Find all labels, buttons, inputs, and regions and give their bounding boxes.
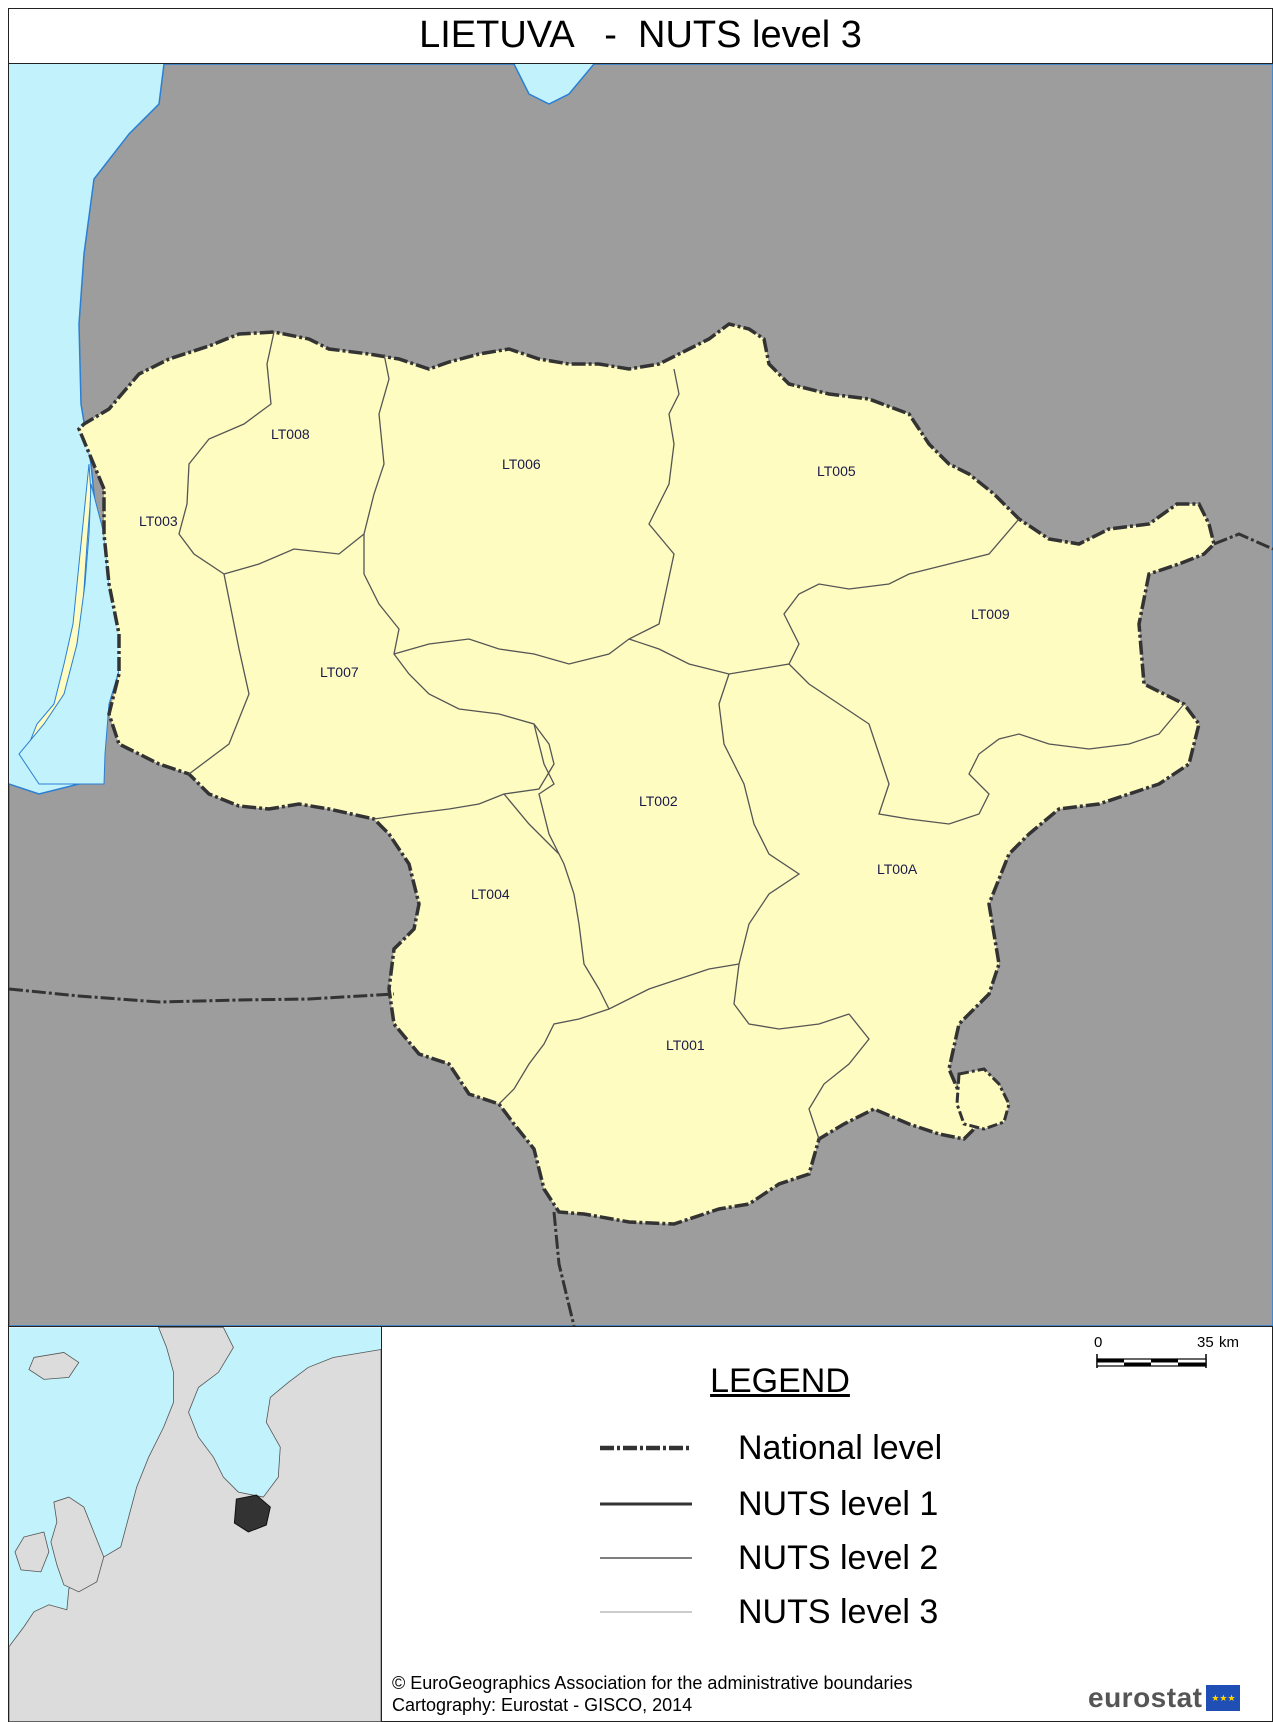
credits: © EuroGeographics Association for the ad… <box>392 1672 913 1716</box>
inset-land-uk <box>50 1496 105 1593</box>
legend-line-nuts2 <box>600 1557 692 1559</box>
boundary-poland-belarus <box>552 1211 576 1326</box>
region-label-lt002: LT002 <box>639 793 678 809</box>
credits-line-2: Cartography: Eurostat - GISCO, 2014 <box>392 1695 693 1715</box>
inset-land-ireland <box>14 1531 50 1573</box>
legend-line-nuts1 <box>600 1502 692 1506</box>
inset-land-iceland <box>28 1352 80 1380</box>
eurostat-logo-text: eurostat <box>1088 1682 1203 1713</box>
region-label-lt004: LT004 <box>471 886 510 902</box>
region-label-lt00a: LT00A <box>877 861 918 877</box>
legend-item-nuts2: NUTS level 2 <box>600 1538 938 1578</box>
region-label-lt008: LT008 <box>271 426 310 442</box>
credits-line-1: © EuroGeographics Association for the ad… <box>392 1673 913 1693</box>
region-label-lt006: LT006 <box>502 456 541 472</box>
scale-unit-label: km <box>1219 1334 1239 1351</box>
inset-land-scandinavia <box>9 1327 381 1722</box>
legend-item-nuts1: NUTS level 1 <box>600 1484 938 1524</box>
scale-bar-graphic <box>1096 1354 1207 1368</box>
lithuania-exclave <box>955 1067 1011 1131</box>
nuts3-boundaries <box>178 331 1185 1140</box>
legend-label-nuts1: NUTS level 1 <box>738 1484 939 1523</box>
map-title: LIETUVA - NUTS level 3 <box>8 8 1273 64</box>
scale-start-label: 0 <box>1094 1334 1103 1351</box>
eu-flag-icon: ★★★ <box>1206 1685 1241 1711</box>
eurostat-logo: eurostat ★★★ <box>1088 1682 1241 1714</box>
legend-line-national <box>600 1445 692 1451</box>
legend-line-nuts3 <box>600 1611 692 1613</box>
region-label-lt003: LT003 <box>139 513 178 529</box>
legend-label-nuts3: NUTS level 3 <box>738 1592 939 1631</box>
legend-title: LEGEND <box>710 1362 850 1400</box>
region-label-lt005: LT005 <box>817 463 856 479</box>
europe-locator-inset <box>9 1327 382 1722</box>
region-label-lt009: LT009 <box>971 606 1010 622</box>
main-map: LT003 LT008 LT006 LT005 LT009 LT007 LT00… <box>9 64 1273 1326</box>
boundary-poland-russia <box>9 987 395 1004</box>
boundary-latvia-russia <box>1213 532 1273 551</box>
scale-end-label: 35 <box>1197 1334 1214 1351</box>
legend-item-nuts3: NUTS level 3 <box>600 1592 938 1632</box>
region-label-lt007: LT007 <box>320 664 359 680</box>
legend-item-national: National level <box>600 1428 942 1468</box>
region-label-lt001: LT001 <box>666 1037 705 1053</box>
inset-lithuania-highlight <box>233 1494 271 1533</box>
bottom-divider <box>8 1326 1273 1327</box>
scale-bar: 0 35 km <box>1094 1334 1244 1374</box>
legend-label-national: National level <box>738 1428 943 1467</box>
lithuania-country <box>76 322 1216 1226</box>
legend-label-nuts2: NUTS level 2 <box>738 1538 939 1577</box>
